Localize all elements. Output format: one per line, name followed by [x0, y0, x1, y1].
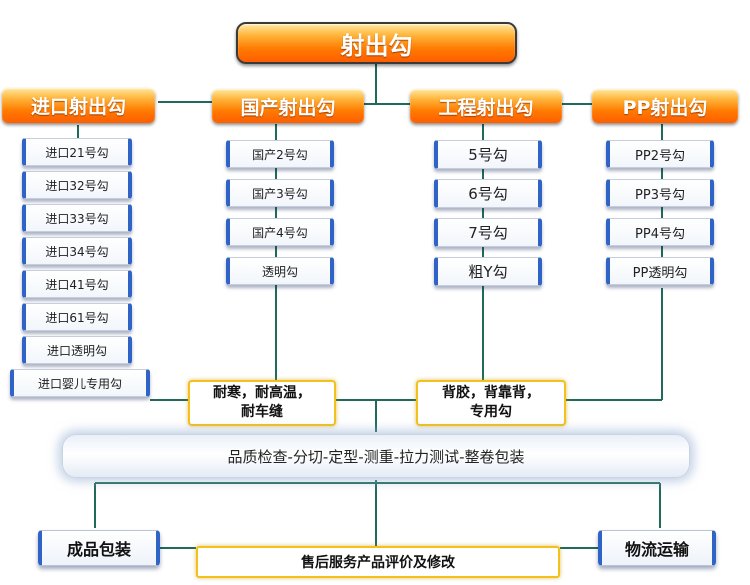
list-item-domestic: 透明勾: [226, 257, 334, 285]
item-label: PP2号勾: [635, 148, 685, 164]
list-item-pp: PP3号勾: [606, 179, 714, 207]
item-label: 国产3号勾: [252, 186, 308, 201]
list-item-import: 进口61号勾: [22, 303, 132, 331]
list-item-engineering: 5号勾: [434, 140, 542, 169]
item-label: 进口33号勾: [45, 211, 109, 226]
list-item-import: 进口34号勾: [22, 237, 132, 265]
bottom-label: 售后服务产品评价及修改: [301, 555, 455, 571]
list-item-domestic: 国产2号勾: [226, 140, 334, 168]
item-label: 7号勾: [468, 224, 508, 242]
item-label: PP3号勾: [635, 187, 685, 203]
category-label: 国产射出勾: [240, 96, 336, 119]
bottom-label: 物流运输: [624, 540, 689, 559]
logistics-box: 物流运输: [598, 530, 716, 566]
category-header-domestic: 国产射出勾: [212, 89, 364, 123]
item-label: 进口34号勾: [45, 244, 109, 259]
list-item-import: 进口婴儿专用勾: [10, 369, 150, 397]
list-item-pp: PP透明勾: [606, 257, 714, 285]
category-header-pp: PP射出勾: [592, 89, 738, 123]
item-label: 进口透明勾: [46, 343, 107, 358]
process-bar: 品质检查-分切-定型-测重-拉力测试-整卷包装: [62, 434, 690, 478]
category-header-engineering: 工程射出勾: [410, 89, 562, 123]
list-item-domestic: 国产3号勾: [226, 179, 334, 207]
title-text: 射出勾: [340, 31, 413, 60]
item-label: 6号勾: [468, 185, 508, 203]
list-item-domestic: 国产4号勾: [226, 218, 334, 246]
item-label: 进口41号勾: [45, 277, 109, 292]
category-label: 工程射出勾: [438, 96, 534, 119]
list-item-pp: PP2号勾: [606, 140, 714, 168]
item-label: 透明勾: [261, 264, 298, 279]
list-item-import: 进口32号勾: [22, 171, 132, 199]
item-label: 国产4号勾: [252, 225, 308, 240]
list-item-import: 进口33号勾: [22, 204, 132, 232]
note-line: 耐车缝: [241, 404, 283, 420]
list-item-engineering: 7号勾: [434, 218, 542, 247]
list-item-import: 进口21号勾: [22, 138, 132, 166]
category-header-import: 进口射出勾: [2, 88, 155, 123]
category-label: 进口射出勾: [30, 96, 126, 118]
list-item-import: 进口透明勾: [22, 336, 132, 364]
item-label: 国产2号勾: [252, 147, 308, 162]
after-sales-box: 售后服务产品评价及修改: [196, 546, 560, 578]
note-line: 背胶，背靠背，: [442, 385, 540, 401]
list-item-pp: PP4号勾: [606, 218, 714, 246]
item-label: 进口婴儿专用勾: [37, 376, 122, 391]
finished-packaging-box: 成品包装: [38, 530, 160, 566]
item-label: 进口21号勾: [45, 145, 109, 160]
title-box: 射出勾: [236, 22, 517, 64]
bottom-label: 成品包装: [66, 540, 131, 559]
list-item-import: 进口41号勾: [22, 270, 132, 298]
note-line: 耐寒，耐高温，: [213, 385, 311, 401]
feature-note-domestic: 耐寒，耐高温， 耐车缝: [188, 380, 336, 426]
item-label: 进口61号勾: [45, 310, 109, 325]
list-item-engineering: 粗Y勾: [434, 257, 542, 286]
process-text: 品质检查-分切-定型-测重-拉力测试-整卷包装: [227, 447, 525, 466]
item-label: 粗Y勾: [468, 263, 508, 281]
list-item-engineering: 6号勾: [434, 179, 542, 208]
feature-note-engineering: 背胶，背靠背， 专用勾: [416, 380, 566, 426]
note-line: 专用勾: [470, 404, 512, 420]
category-label: PP射出勾: [622, 96, 708, 119]
item-label: PP4号勾: [635, 226, 685, 242]
item-label: PP透明勾: [632, 265, 688, 281]
item-label: 进口32号勾: [45, 178, 109, 193]
item-label: 5号勾: [468, 146, 508, 164]
